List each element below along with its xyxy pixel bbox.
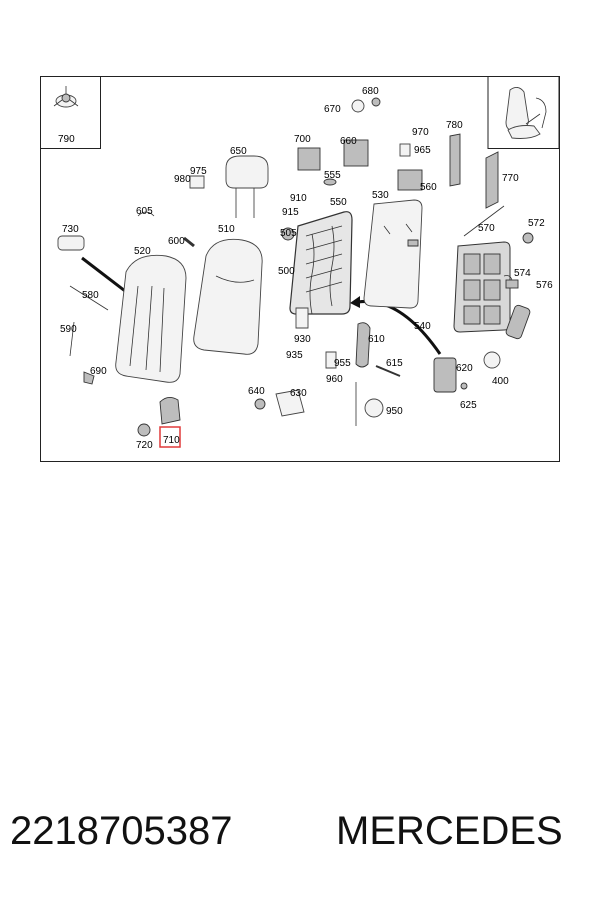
label-510: 510	[218, 224, 235, 235]
label-970: 970	[412, 127, 429, 138]
label-572: 572	[528, 218, 545, 229]
label-910: 910	[290, 193, 307, 204]
label-550: 550	[330, 197, 347, 208]
label-570: 570	[478, 223, 495, 234]
spring-frame-570	[453, 205, 511, 333]
label-980: 980	[174, 174, 191, 185]
label-700: 700	[294, 134, 311, 145]
lumbar-adjuster-icon	[53, 86, 79, 108]
back-panel-530	[363, 199, 423, 309]
label-605: 605	[136, 206, 153, 217]
label-625: 625	[460, 400, 477, 411]
backrest-frame-500	[289, 211, 353, 315]
label-600: 600	[168, 236, 185, 247]
inset-seat	[487, 76, 560, 149]
label-965: 965	[414, 145, 431, 156]
label-790: 790	[58, 134, 75, 145]
label-505: 505	[280, 228, 297, 239]
label-650: 650	[230, 146, 247, 157]
headrest-650	[225, 155, 269, 218]
label-660: 660	[340, 136, 357, 147]
small-parts	[57, 97, 534, 437]
label-555: 555	[324, 170, 341, 181]
trim-strip-770	[485, 151, 499, 209]
label-960: 960	[326, 374, 343, 385]
highlight-box-710	[159, 426, 181, 448]
label-400: 400	[492, 376, 509, 387]
label-930: 930	[294, 334, 311, 345]
seat-thumbnail-icon	[505, 87, 547, 139]
brand-name: MERCEDES	[336, 809, 563, 853]
label-680: 680	[362, 86, 379, 97]
label-640: 640	[248, 386, 265, 397]
trim-strip-780	[449, 133, 461, 187]
footer: 2218705387 MERCEDES	[10, 809, 563, 853]
label-770: 770	[502, 173, 519, 184]
label-950: 950	[386, 406, 403, 417]
label-720: 720	[136, 440, 153, 451]
label-520: 520	[134, 246, 151, 257]
label-610: 610	[368, 334, 385, 345]
label-540: 540	[414, 321, 431, 332]
label-975: 975	[190, 166, 207, 177]
backrest-cushion-520	[115, 254, 187, 383]
exploded-parts-diagram: 790	[40, 76, 560, 462]
label-955: 955	[334, 358, 351, 369]
label-580: 580	[82, 290, 99, 301]
label-530: 530	[372, 190, 389, 201]
backrest-cover-510	[193, 238, 263, 355]
label-500: 500	[278, 266, 295, 277]
label-915: 915	[282, 207, 299, 218]
part-number: 2218705387	[10, 809, 232, 853]
label-730: 730	[62, 224, 79, 235]
label-710: 710	[163, 435, 180, 446]
label-590: 590	[60, 324, 77, 335]
label-574: 574	[514, 268, 531, 279]
label-780: 780	[446, 120, 463, 131]
label-935: 935	[286, 350, 303, 361]
label-670: 670	[324, 104, 341, 115]
label-630: 630	[290, 388, 307, 399]
label-615: 615	[386, 358, 403, 369]
label-620: 620	[456, 363, 473, 374]
label-690: 690	[90, 366, 107, 377]
label-576: 576	[536, 280, 553, 291]
part-labels: 680 670 700 660 970 965 780 770 650 975 …	[60, 86, 553, 451]
label-560: 560	[420, 182, 437, 193]
inset-790: 790	[40, 76, 101, 149]
